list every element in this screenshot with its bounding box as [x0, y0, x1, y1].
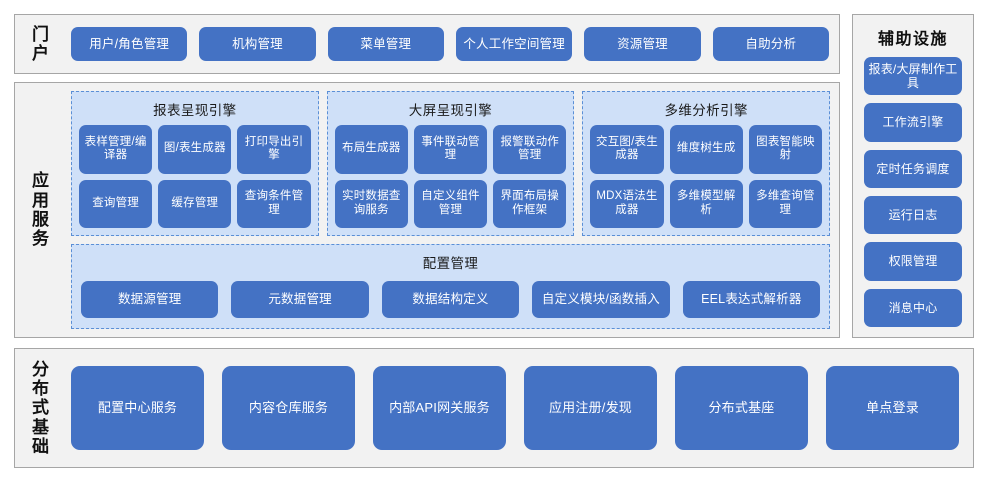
engine-bigscreen-rendering-title: 大屏呈现引擎	[408, 103, 493, 118]
engine-multidim-analysis-items: 交互图/表生成器 维度树生成 图表智能映射 MDX语法生成器 多维模型解析 多维…	[590, 125, 823, 228]
aux-item-runtime-log[interactable]: 运行日志	[864, 195, 962, 235]
config-management-title: 配置管理	[422, 256, 479, 271]
engine-report-rendering-title: 报表呈现引擎	[153, 103, 237, 118]
engine-item-ui-layout-framework[interactable]: 界面布局操作框架	[493, 179, 567, 228]
portal-section: 门户 用户/角色管理 机构管理 菜单管理 个人工作空间管理 资源管理 自助分析	[14, 14, 840, 74]
dist-item-internal-api-gateway-service[interactable]: 内部API网关服务	[373, 366, 506, 450]
auxiliary-facilities-title: 辅助设施	[877, 31, 948, 48]
auxiliary-facilities-items: 报表/大屏制作工具 工作流引擎 定时任务调度 运行日志 权限管理 消息中心	[864, 57, 962, 327]
app-services-section: 应用服务 报表呈现引擎 表样管理/编译器 图/表生成器 打印导出引擎 查询管理 …	[14, 82, 840, 338]
engine-item-multidim-model-parser[interactable]: 多维模型解析	[669, 179, 743, 228]
aux-item-permission-manager[interactable]: 权限管理	[864, 242, 962, 281]
distributed-base-section-label: 分布式基础	[15, 349, 67, 467]
config-item-eel-expression-parser[interactable]: EEL表达式解析器	[682, 280, 821, 318]
app-services-section-label: 应用服务	[15, 83, 67, 337]
dist-item-distributed-foundation[interactable]: 分布式基座	[675, 366, 808, 450]
engine-item-query-condition-manager[interactable]: 查询条件管理	[237, 179, 311, 228]
engine-item-multidim-query-manager[interactable]: 多维查询管理	[748, 179, 823, 228]
engine-bigscreen-rendering: 大屏呈现引擎 布局生成器 事件联动管理 报警联动作管理 实时数据查询服务 自定义…	[326, 91, 575, 236]
portal-item-user-role[interactable]: 用户/角色管理	[71, 27, 188, 61]
engine-item-chart-smart-mapping[interactable]: 图表智能映射	[748, 125, 823, 174]
engine-item-dimension-tree-generator[interactable]: 维度树生成	[669, 125, 743, 174]
dist-item-config-center-service[interactable]: 配置中心服务	[71, 366, 204, 450]
portal-section-label: 门户	[15, 15, 67, 73]
engine-multidim-analysis-title: 多维分析引擎	[664, 103, 748, 118]
distributed-base-section-label-text: 分布式基础	[31, 359, 50, 457]
auxiliary-facilities-section: 辅助设施 报表/大屏制作工具 工作流引擎 定时任务调度 运行日志 权限管理 消息…	[852, 14, 974, 338]
engine-item-template-manager[interactable]: 表样管理/编译器	[79, 125, 153, 174]
portal-item-menu[interactable]: 菜单管理	[327, 27, 444, 61]
engine-item-custom-component-manager[interactable]: 自定义组件管理	[413, 179, 488, 228]
config-management-group: 配置管理 数据源管理 元数据管理 数据结构定义 自定义模块/函数插入 EEL表达…	[71, 244, 830, 329]
aux-item-scheduled-task-scheduler[interactable]: 定时任务调度	[864, 149, 962, 188]
portal-item-resource[interactable]: 资源管理	[584, 27, 701, 61]
aux-item-report-bigscreen-authoring-tool[interactable]: 报表/大屏制作工具	[864, 57, 962, 96]
dist-item-content-repository-service[interactable]: 内容仓库服务	[222, 366, 355, 450]
config-item-data-structure-definition[interactable]: 数据结构定义	[381, 280, 520, 318]
engine-item-event-linkage-manager[interactable]: 事件联动管理	[413, 125, 488, 174]
dist-item-single-sign-on[interactable]: 单点登录	[826, 366, 959, 450]
engine-item-query-manager[interactable]: 查询管理	[79, 179, 153, 228]
engine-item-alarm-action-manager[interactable]: 报警联动作管理	[493, 125, 567, 174]
distributed-base-section: 分布式基础 配置中心服务 内容仓库服务 内部API网关服务 应用注册/发现 分布…	[14, 348, 974, 468]
engine-item-print-export-engine[interactable]: 打印导出引擎	[237, 125, 311, 174]
config-item-metadata-manager[interactable]: 元数据管理	[231, 280, 369, 318]
engine-item-mdx-syntax-generator[interactable]: MDX语法生成器	[590, 179, 664, 228]
engines-row: 报表呈现引擎 表样管理/编译器 图/表生成器 打印导出引擎 查询管理 缓存管理 …	[71, 91, 831, 236]
portal-item-workspace[interactable]: 个人工作空间管理	[455, 27, 573, 61]
app-services-section-label-text: 应用服务	[31, 171, 50, 249]
dist-item-app-registry-discovery[interactable]: 应用注册/发现	[524, 366, 657, 450]
aux-item-workflow-engine[interactable]: 工作流引擎	[864, 103, 962, 142]
config-item-custom-module-function[interactable]: 自定义模块/函数插入	[532, 280, 670, 318]
engine-item-chart-table-generator[interactable]: 图/表生成器	[158, 125, 232, 174]
config-item-datasource-manager[interactable]: 数据源管理	[81, 280, 219, 318]
distributed-base-items-row: 配置中心服务 内容仓库服务 内部API网关服务 应用注册/发现 分布式基座 单点…	[71, 349, 959, 467]
config-management-items: 数据源管理 元数据管理 数据结构定义 自定义模块/函数插入 EEL表达式解析器	[81, 279, 821, 319]
portal-items-row: 用户/角色管理 机构管理 菜单管理 个人工作空间管理 资源管理 自助分析	[71, 15, 829, 73]
engine-report-rendering: 报表呈现引擎 表样管理/编译器 图/表生成器 打印导出引擎 查询管理 缓存管理 …	[71, 91, 319, 236]
engine-item-realtime-query-service[interactable]: 实时数据查询服务	[334, 179, 408, 228]
engine-report-rendering-items: 表样管理/编译器 图/表生成器 打印导出引擎 查询管理 缓存管理 查询条件管理	[79, 125, 311, 228]
portal-item-self-service-analysis[interactable]: 自助分析	[712, 27, 829, 61]
aux-item-message-center[interactable]: 消息中心	[864, 288, 962, 327]
engine-bigscreen-rendering-items: 布局生成器 事件联动管理 报警联动作管理 实时数据查询服务 自定义组件管理 界面…	[334, 125, 567, 228]
engine-item-interactive-chart-generator[interactable]: 交互图/表生成器	[590, 125, 664, 174]
engine-item-layout-generator[interactable]: 布局生成器	[334, 125, 408, 174]
portal-item-org[interactable]: 机构管理	[199, 27, 316, 61]
engine-multidim-analysis: 多维分析引擎 交互图/表生成器 维度树生成 图表智能映射 MDX语法生成器 多维…	[582, 91, 831, 236]
portal-section-label-text: 门户	[31, 24, 50, 63]
engine-item-cache-manager[interactable]: 缓存管理	[158, 179, 232, 228]
app-services-content: 报表呈现引擎 表样管理/编译器 图/表生成器 打印导出引擎 查询管理 缓存管理 …	[71, 91, 831, 329]
